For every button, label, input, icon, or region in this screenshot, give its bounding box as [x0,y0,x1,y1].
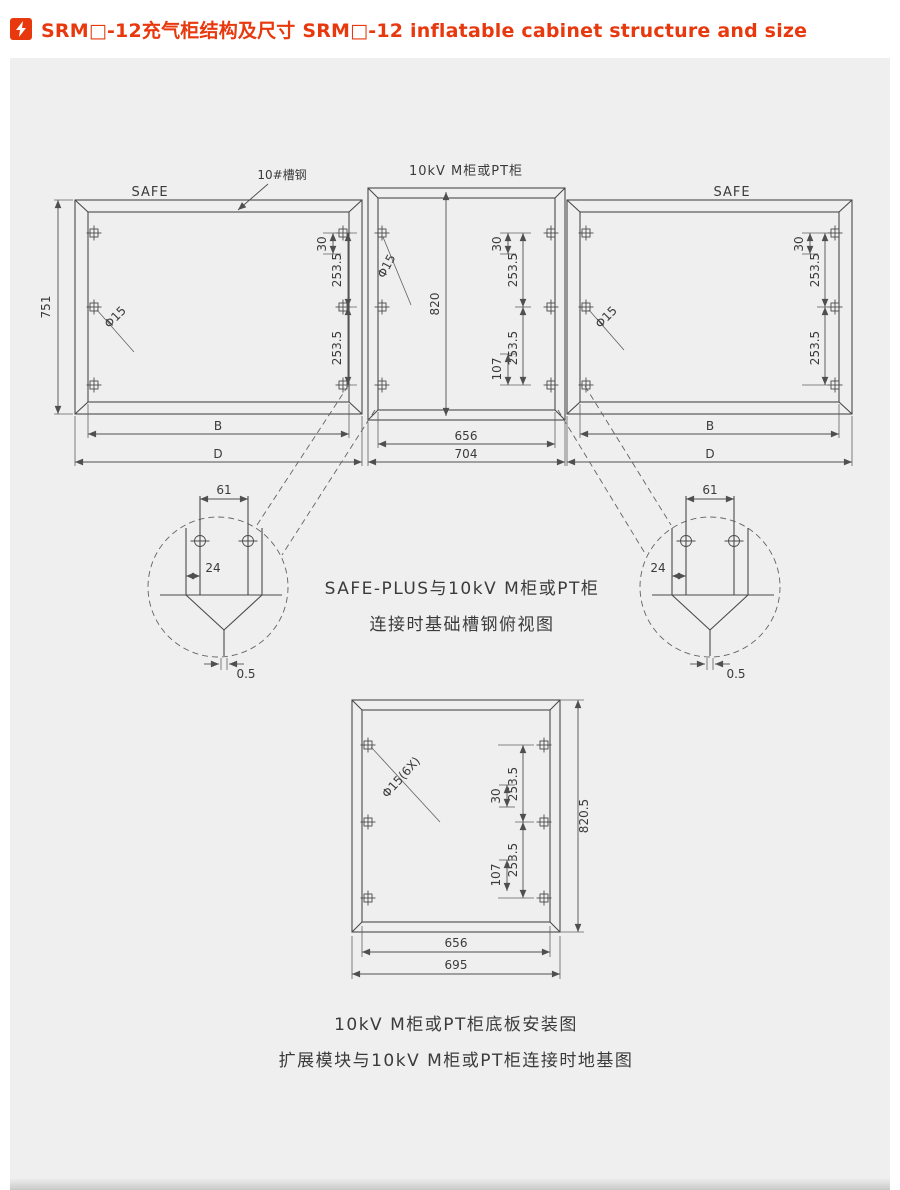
dim-D-left: D [213,447,222,461]
dim-24-right: 24 [650,561,665,575]
dim-gap-left: 0.5 [236,667,255,681]
svg-text:107: 107 [490,358,504,381]
middle-frame-label: 10kV M柜或PT柜 [409,164,523,179]
detail-connector [281,409,376,556]
svg-text:Φ15: Φ15 [101,303,128,330]
panel-bottom-shade [10,1178,890,1190]
safe-label-left: SAFE [131,185,168,200]
svg-text:30: 30 [490,236,504,251]
detail-caption-line1: SAFE-PLUS与10kV M柜或PT柜 [325,579,600,599]
bottom-view: Φ15(6X) 253.5 30 253.5 107 820.5 [279,699,634,1071]
dim-704: 704 [455,447,478,461]
phi15-callout-left: Φ15 [96,303,135,353]
dim-gap-right: 0.5 [726,667,745,681]
svg-text:253.5: 253.5 [506,767,520,801]
svg-text:253.5: 253.5 [506,843,520,877]
top-view: SAFE SAFE 10kV M柜或PT柜 10#槽钢 751 820 30 2… [39,164,853,466]
svg-text:Φ15: Φ15 [592,303,619,330]
middle-frame-hole-dims: 30 253.5 253.5 107 [490,232,531,386]
detail-right: 61 24 0.5 [650,483,774,681]
safe-label-right: SAFE [713,185,750,200]
dim-B-left: B [214,419,222,433]
phi15-6x-callout: Φ15(6X) [370,746,441,823]
structure-drawing: SAFE SAFE 10kV M柜或PT柜 10#槽钢 751 820 30 2… [39,164,853,1071]
bottom-plate-width-dims: 656 695 [351,926,561,979]
phi15-callout-right: Φ15 [588,303,625,351]
page-header: SRM□-12充气柜结构及尺寸 SRM□-12 inflatable cabin… [0,0,900,58]
bottom-plate [351,699,561,933]
svg-text:820: 820 [428,293,442,316]
svg-text:253.5: 253.5 [330,331,344,365]
svg-text:253.5: 253.5 [330,253,344,287]
detail-circle-left [147,516,289,658]
phi15-callout-middle: Φ15 [374,236,412,306]
dim-656-top: 656 [455,429,478,443]
detail-views: 61 24 0.5 61 24 [147,385,781,681]
detail-circle-right [639,516,781,658]
dim-24-left: 24 [205,561,220,575]
channel-steel-leader [237,183,269,211]
bottom-caption-line1: 10kV M柜或PT柜底板安装图 [334,1015,578,1035]
bottom-plate-hole-dims: 253.5 30 253.5 107 [489,744,534,899]
svg-text:Φ15(6X): Φ15(6X) [379,754,423,800]
svg-text:820.5: 820.5 [577,799,591,833]
detail-connector [256,385,349,526]
svg-text:253.5: 253.5 [808,253,822,287]
dim-820: 820 [428,192,450,416]
dim-61-right: 61 [702,483,717,497]
top-view-width-dims: B B 656 D 704 D [74,404,853,466]
dim-751: 751 [39,199,73,415]
middle-frame-bolt-holes [374,225,559,393]
dim-D-right: D [705,447,714,461]
middle-frame [367,187,566,421]
svg-text:30: 30 [792,236,806,251]
page-title: SRM□-12充气柜结构及尺寸 SRM□-12 inflatable cabin… [41,19,808,42]
right-frame-hole-dims: 30 253.5 253.5 [792,232,833,386]
svg-text:30: 30 [315,236,329,251]
svg-text:751: 751 [39,296,53,319]
dim-820-5: 820.5 [560,699,591,933]
left-frame-bolt-holes [86,225,351,393]
bottom-caption-line2: 扩展模块与10kV M柜或PT柜连接时地基图 [279,1051,634,1071]
detail-connector [584,385,672,526]
svg-text:253.5: 253.5 [506,253,520,287]
svg-text:107: 107 [489,864,503,887]
detail-caption-line2: 连接时基础槽钢俯视图 [370,615,555,635]
brand-icon [10,18,32,40]
dim-656-bottom: 656 [445,936,468,950]
dim-61-left: 61 [216,483,231,497]
left-frame-hole-dims: 30 253.5 253.5 [315,232,357,386]
detail-connector [557,409,647,556]
drawing-panel: SAFE SAFE 10kV M柜或PT柜 10#槽钢 751 820 30 2… [10,58,890,1190]
svg-text:253.5: 253.5 [808,331,822,365]
channel-steel-note: 10#槽钢 [257,168,306,182]
dim-B-right: B [706,419,714,433]
svg-text:30: 30 [489,788,503,803]
dim-695: 695 [445,958,468,972]
detail-left: 61 24 0.5 [160,483,282,681]
